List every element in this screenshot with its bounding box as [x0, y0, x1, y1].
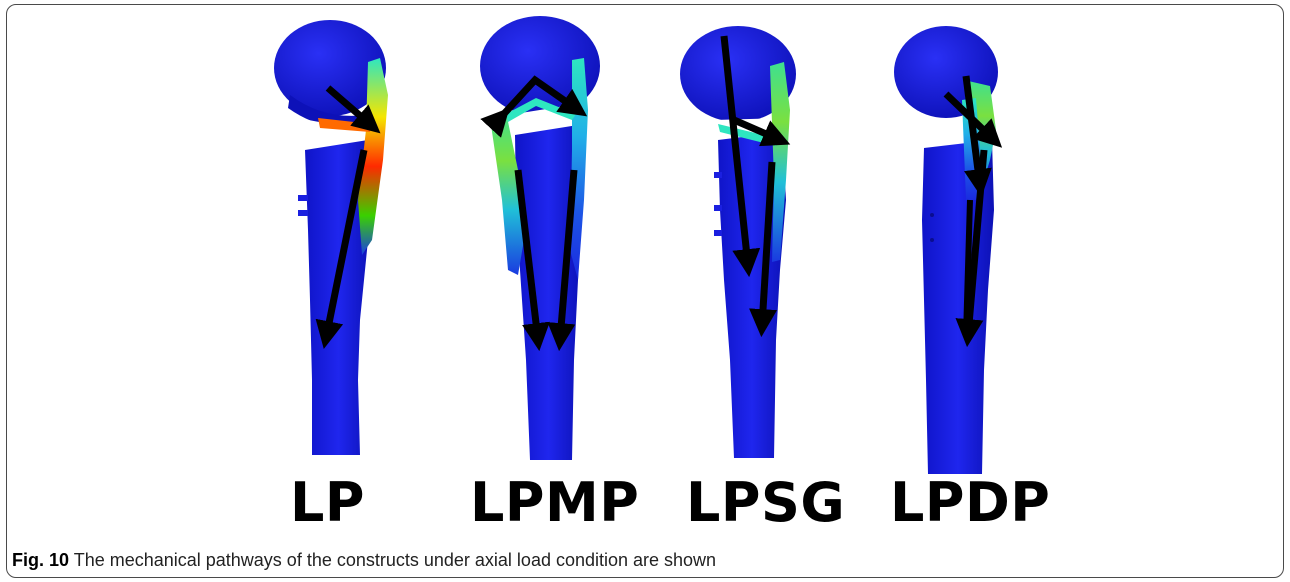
figure-number: Fig. 10 — [12, 550, 69, 570]
panel-label-lpmp: LPMP — [470, 476, 639, 530]
lateral-plate — [570, 58, 588, 280]
panel-label-lpsg: LPSG — [686, 476, 845, 530]
load-path-arrow — [966, 200, 970, 336]
panel-label-lp: LP — [290, 476, 365, 530]
caption-text: The mechanical pathways of the construct… — [74, 550, 716, 570]
panel-lp-model — [274, 20, 388, 455]
panel-lpdp-model — [894, 26, 998, 474]
figure-caption: Fig. 10 The mechanical pathways of the c… — [12, 550, 716, 571]
panel-label-lpdp: LPDP — [890, 476, 1050, 530]
panel-lpmp-model — [480, 16, 600, 460]
panel-lpsg-model — [680, 26, 796, 458]
